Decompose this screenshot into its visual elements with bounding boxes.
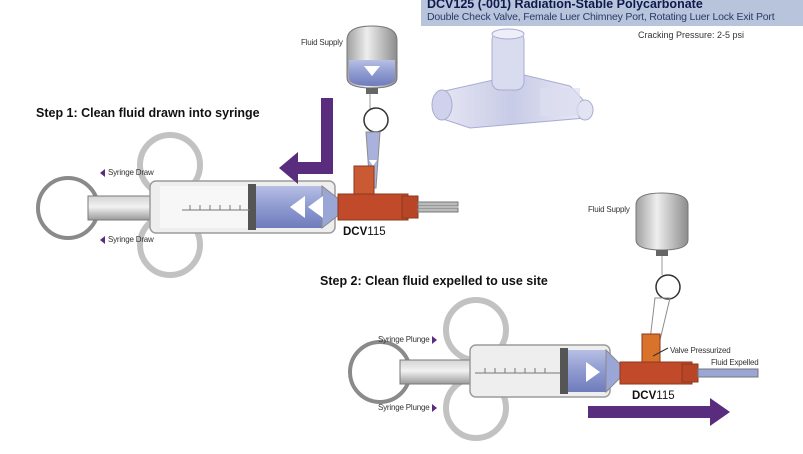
left-arrow-icon	[100, 168, 105, 177]
valve-dcv115-step1	[337, 165, 459, 221]
syringe-plunge-label-bottom: Syringe Plunge	[378, 403, 438, 412]
fluid-supply-bag-step1	[346, 25, 398, 189]
step1-title: Step 1: Clean fluid drawn into syringe	[36, 106, 260, 120]
flow-arrow-step2	[588, 398, 730, 426]
fluid-expelled-label: Fluid Expelled	[711, 358, 759, 367]
valve-dcv115-step2	[619, 333, 759, 385]
product-subtitle: Double Check Valve, Female Luer Chimney …	[427, 11, 775, 23]
right-arrow-icon	[432, 403, 438, 412]
syringe-draw-label-top: Syringe Draw	[100, 168, 154, 177]
valve-pressurized-label: Valve Pressurized	[670, 346, 731, 355]
header-band	[421, 0, 803, 26]
fluid-supply-label-step1: Fluid Supply	[301, 38, 343, 47]
syringe-plunge-label-top: Syringe Plunge	[378, 335, 438, 344]
flow-arrow-step1	[279, 98, 333, 184]
syringe-step1	[36, 132, 341, 278]
right-arrow-icon	[432, 335, 438, 344]
cracking-pressure: Cracking Pressure: 2-5 psi	[638, 30, 745, 40]
step2-title: Step 2: Clean fluid expelled to use site	[320, 274, 548, 288]
left-arrow-icon	[100, 235, 105, 244]
model-label-step1: DCV115	[343, 226, 386, 238]
product-title: DCV125 (-001) Radiation-Stable Polycarbo…	[427, 0, 703, 11]
model-label-step2: DCV115	[632, 390, 675, 402]
fluid-supply-bag-step2	[635, 192, 689, 341]
fluid-supply-label-step2: Fluid Supply	[588, 205, 630, 214]
valve-3d-render	[431, 28, 594, 129]
syringe-step2	[348, 297, 621, 441]
syringe-draw-label-bottom: Syringe Draw	[100, 235, 154, 244]
